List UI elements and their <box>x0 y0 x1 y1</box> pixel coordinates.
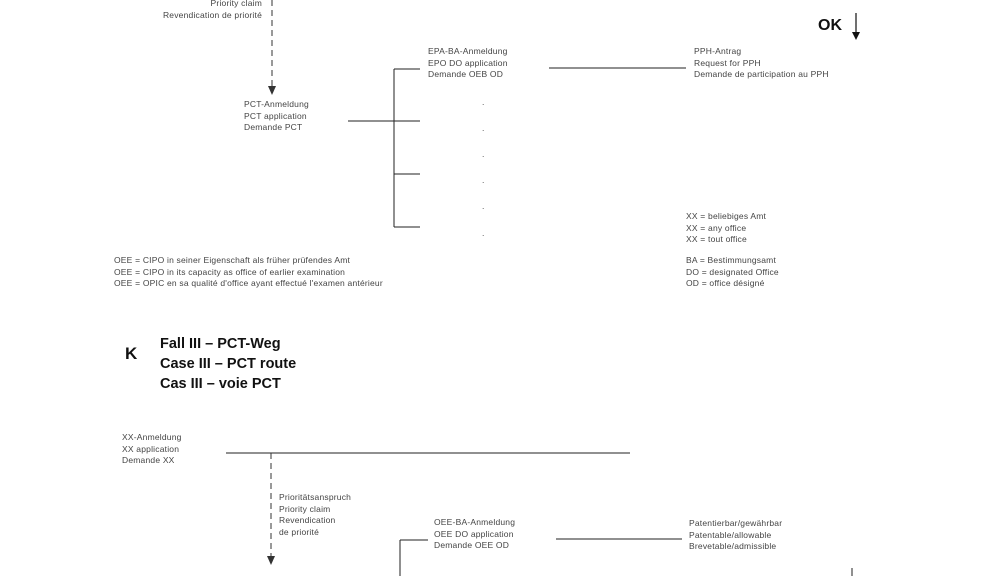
patent-line: Brevetable/admissible <box>689 541 777 551</box>
pct-line: Demande PCT <box>244 122 303 132</box>
xx-legend-line: XX = beliebiges Amt <box>686 211 767 221</box>
pct-line: PCT-Anmeldung <box>244 99 309 109</box>
patentable-block: Patentierbar/gewährbar Patentable/allowa… <box>689 518 782 553</box>
priority-line: Prioritätsanspruch <box>279 492 352 502</box>
dot: . <box>482 123 485 133</box>
section-letter: K <box>125 344 138 363</box>
section-title: Fall III – PCT-Weg Case III – PCT route … <box>160 334 296 394</box>
dot: . <box>482 201 485 211</box>
dot: . <box>482 97 485 107</box>
pph-line: Request for PPH <box>694 57 761 68</box>
dot: . <box>482 175 485 185</box>
epa-line: EPO DO application <box>428 57 508 68</box>
xx-legend: XX = beliebiges Amt XX = any office XX =… <box>686 211 766 246</box>
section-title-line: Fall III – PCT-Weg <box>160 336 281 352</box>
priority-claim-line: Revendication de priorité <box>162 9 262 20</box>
patent-line: Patentierbar/gewährbar <box>689 518 783 528</box>
ba-legend: BA = Bestimmungsamt DO = designated Offi… <box>686 255 779 290</box>
section-title-line: Cas III – voie PCT <box>160 376 281 392</box>
oee-legend-line: OEE = OPIC en sa qualité d'office ayant … <box>114 278 383 288</box>
xx-line: XX application <box>122 443 180 454</box>
pph-line: PPH-Antrag <box>694 46 742 56</box>
xx-line: Demande XX <box>122 455 175 465</box>
dot: . <box>482 149 485 159</box>
priority-claim-line: Priority claim <box>210 0 262 8</box>
ok-arrowhead <box>852 32 860 40</box>
priority-claim-top: Priority claim Revendication de priorité <box>140 0 262 21</box>
priority-line: Revendication <box>279 515 336 525</box>
oee-line: Demande OEE OD <box>434 540 510 550</box>
section-title-line: Case III – PCT route <box>160 356 297 372</box>
priority-line: Priority claim <box>279 503 331 514</box>
pct-line: PCT application <box>244 110 307 121</box>
oee-legend-line: OEE = CIPO in seiner Eigenschaft als frü… <box>114 255 351 265</box>
epa-application-block: EPA-BA-Anmeldung EPO DO application Dema… <box>428 46 508 81</box>
epa-line: Demande OEB OD <box>428 69 504 79</box>
priority-line: de priorité <box>279 526 319 537</box>
epa-line: EPA-BA-Anmeldung <box>428 46 508 56</box>
ba-legend-line: DO = designated Office <box>686 266 779 277</box>
pph-request-block: PPH-Antrag Request for PPH Demande de pa… <box>694 46 829 81</box>
ba-legend-line: OD = office désigné <box>686 278 765 288</box>
oee-line: OEE DO application <box>434 528 514 539</box>
priority-arrowhead-bottom <box>267 556 275 565</box>
oee-application-block: OEE-BA-Anmeldung OEE DO application Dema… <box>434 517 515 552</box>
priority-claim-bottom: Prioritätsanspruch Priority claim Revend… <box>279 492 351 538</box>
patent-line: Patentable/allowable <box>689 529 772 540</box>
oee-line: OEE-BA-Anmeldung <box>434 517 516 527</box>
dot: . <box>482 228 485 238</box>
pct-application-block: PCT-Anmeldung PCT application Demande PC… <box>244 99 309 134</box>
ok-label: OK <box>818 17 842 34</box>
pph-line: Demande de participation au PPH <box>694 69 829 79</box>
oee-legend: OEE = CIPO in seiner Eigenschaft als frü… <box>114 255 383 290</box>
oee-legend-line: OEE = CIPO in its capacity as office of … <box>114 266 346 277</box>
priority-arrowhead-top <box>268 86 276 95</box>
xx-legend-line: XX = any office <box>686 222 747 233</box>
ba-legend-line: BA = Bestimmungsamt <box>686 255 777 265</box>
xx-line: XX-Anmeldung <box>122 432 182 442</box>
xx-legend-line: XX = tout office <box>686 234 747 244</box>
xx-application-block: XX-Anmeldung XX application Demande XX <box>122 432 182 467</box>
